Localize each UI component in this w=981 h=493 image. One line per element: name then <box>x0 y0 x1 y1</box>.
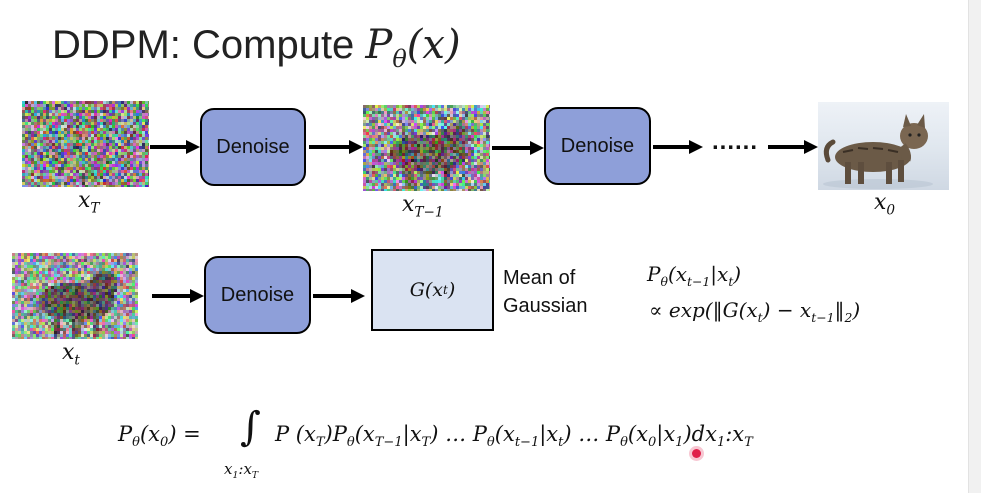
arrow-7 <box>313 289 365 303</box>
mean-line-2: Gaussian <box>503 295 588 317</box>
conditional-prob-line-1: Pθ(xt−1|xt) <box>647 262 742 289</box>
arrow-5 <box>768 140 818 154</box>
conditional-prob-line-2: ∝ exp(‖G(xt) − xt−1‖2) <box>649 298 861 325</box>
denoise-box-1: Denoise <box>200 108 306 186</box>
mean-of-gaussian-label: Mean of Gaussian <box>503 264 588 320</box>
arrow-1 <box>150 140 200 154</box>
noisy-cat-pattern <box>363 105 490 191</box>
integral-limits: x1:xT <box>224 460 259 481</box>
noisy-cat-pattern <box>12 253 138 339</box>
arrow-6 <box>152 289 204 303</box>
integral-sign: ∫ <box>240 404 261 450</box>
slide-title: DDPM: Compute Pθ(x) <box>52 22 461 73</box>
label-xt: xt <box>62 340 80 369</box>
ellipsis: ...... <box>712 128 759 155</box>
mean-line-1: Mean of <box>503 267 576 289</box>
noise-image-xt <box>12 253 138 339</box>
laser-pointer-dot <box>692 449 701 458</box>
scrollbar[interactable] <box>968 0 981 493</box>
marginal-rhs: P (xT)Pθ(xT−1|xT) … Pθ(xt−1|xt) … Pθ(x0|… <box>275 422 753 451</box>
label-xT: xT <box>78 188 100 217</box>
marginal-lhs: Pθ(x0) = <box>118 422 201 451</box>
arrow-2 <box>309 140 363 154</box>
arrow-3 <box>492 141 544 155</box>
denoise-box-2: Denoise <box>544 107 651 185</box>
noise-image-xT-1 <box>363 105 490 191</box>
denoise-box-3: Denoise <box>204 256 311 334</box>
cat-photo-x0 <box>818 102 949 190</box>
noise-image-xT <box>22 101 149 187</box>
cat-image <box>818 102 949 190</box>
noise-pattern <box>22 101 149 187</box>
label-xT-1: xT−1 <box>402 192 444 221</box>
label-x0: x0 <box>874 190 896 219</box>
arrow-4 <box>653 140 703 154</box>
